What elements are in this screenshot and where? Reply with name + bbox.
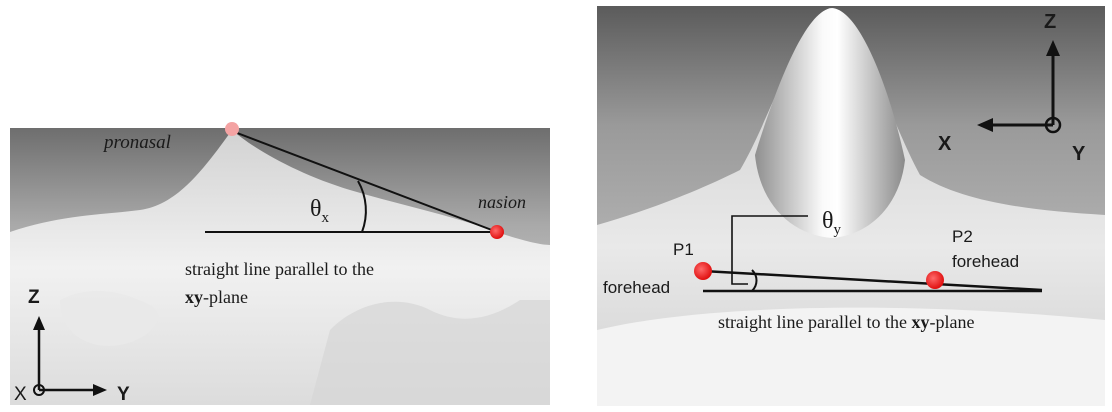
- left-axes: Z X Y: [14, 287, 130, 405]
- theta-y-label: θy: [822, 208, 842, 238]
- right-caption: straight line parallel to the xy-plane: [718, 312, 974, 332]
- p1-forehead-label: forehead: [603, 278, 670, 297]
- right-forehead-region: [597, 307, 1105, 406]
- left-surface-ridge: [310, 300, 550, 405]
- left-surface-shadow: [60, 290, 159, 346]
- left-axis-y: Y: [117, 384, 130, 405]
- caption-line2: xy-plane: [185, 287, 248, 307]
- right-axis-x: X: [938, 133, 952, 155]
- theta-x-label: θx: [310, 196, 330, 226]
- right-panel: θy P1 forehead P2 forehead straight line…: [597, 6, 1105, 406]
- p1-label: P1: [673, 240, 694, 259]
- right-nose: [755, 8, 905, 238]
- nasion-label: nasion: [478, 192, 526, 212]
- left-axis-x: X: [14, 384, 27, 405]
- right-axis-z: Z: [1044, 11, 1056, 33]
- right-axis-y: Y: [1072, 143, 1086, 165]
- p2-label: P2: [952, 227, 973, 246]
- nasion-pronasal-line: [231, 130, 498, 233]
- p2-point: [926, 271, 944, 289]
- caption-line1: straight line parallel to the: [185, 259, 374, 279]
- right-axes: Z X Y: [938, 11, 1086, 165]
- p1-point: [694, 262, 712, 280]
- left-panel: pronasal nasion θx straight line paralle…: [10, 122, 550, 405]
- left-axis-z: Z: [28, 287, 40, 308]
- pronasal-label: pronasal: [102, 132, 171, 153]
- theta-y-bracket: [731, 215, 808, 285]
- p1-p2-line: [702, 269, 1043, 292]
- pronasal-point: [225, 122, 239, 136]
- theta-x-arc: [357, 180, 367, 233]
- nasion-point: [490, 225, 504, 239]
- theta-y-arc: [751, 269, 758, 292]
- p2-forehead-label: forehead: [952, 252, 1019, 271]
